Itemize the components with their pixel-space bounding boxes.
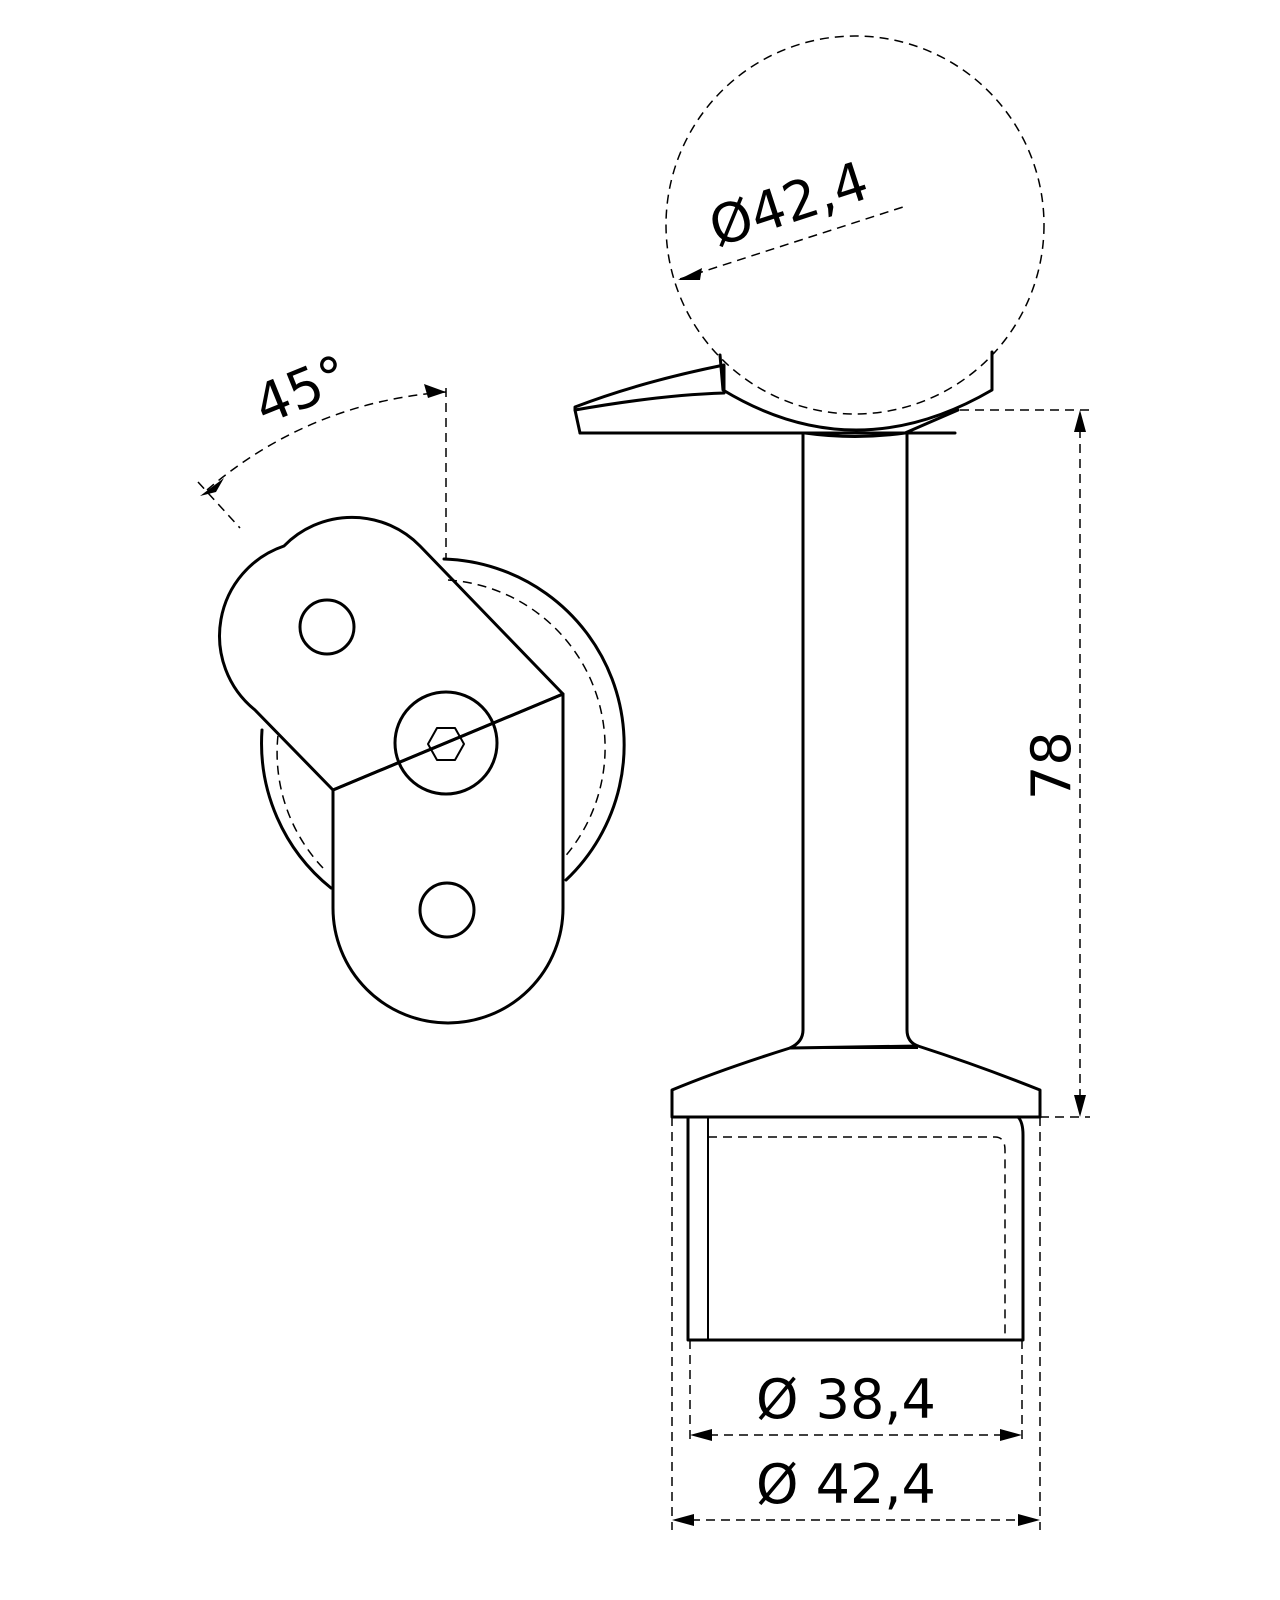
saddle-plate [573,363,726,412]
height-label: 78 [1020,731,1083,800]
height-arrow-bottom [1074,1095,1086,1117]
handrail-diameter-line [679,206,904,280]
handrail-diameter-arrow [678,268,702,280]
saddle-cup [718,350,994,432]
inner-dia-arrow-left [690,1429,712,1441]
lower-lug [331,692,565,1025]
outer-dia-arrow-left [672,1514,694,1526]
handrail-circle [665,35,1045,415]
inner-diameter-label: Ø 38,4 [756,1368,936,1431]
angle-arrow-right [424,384,446,398]
handrail-diameter-label: Ø42,4 [702,149,876,259]
hex-socket-icon [427,727,465,761]
upper-lug [218,515,565,792]
outer-diameter-label: Ø 42,4 [756,1453,936,1516]
outer-dia-arrow-right [1018,1514,1040,1526]
flange [670,1044,1042,1119]
height-arrow-top [1074,410,1086,432]
inner-dia-arrow-right [1000,1429,1022,1441]
side-view-bracket: 45° [197,343,626,1025]
insert-tube [686,1115,1025,1342]
base-plate-outline [260,557,626,890]
insert-tube-hidden [708,1136,1006,1340]
pivot-bolt-head [393,690,499,796]
lower-hole [418,881,476,939]
stem [788,431,920,1050]
angle-arc [206,391,447,491]
angle-arrow-left [200,478,224,496]
angle-label: 45° [245,343,357,437]
angle-extension-tilted [197,481,241,529]
upper-hole [298,598,356,656]
base-plate-hidden-edge [276,579,606,869]
front-view: Ø42,4 78 Ø 38,4 [573,35,1090,1530]
